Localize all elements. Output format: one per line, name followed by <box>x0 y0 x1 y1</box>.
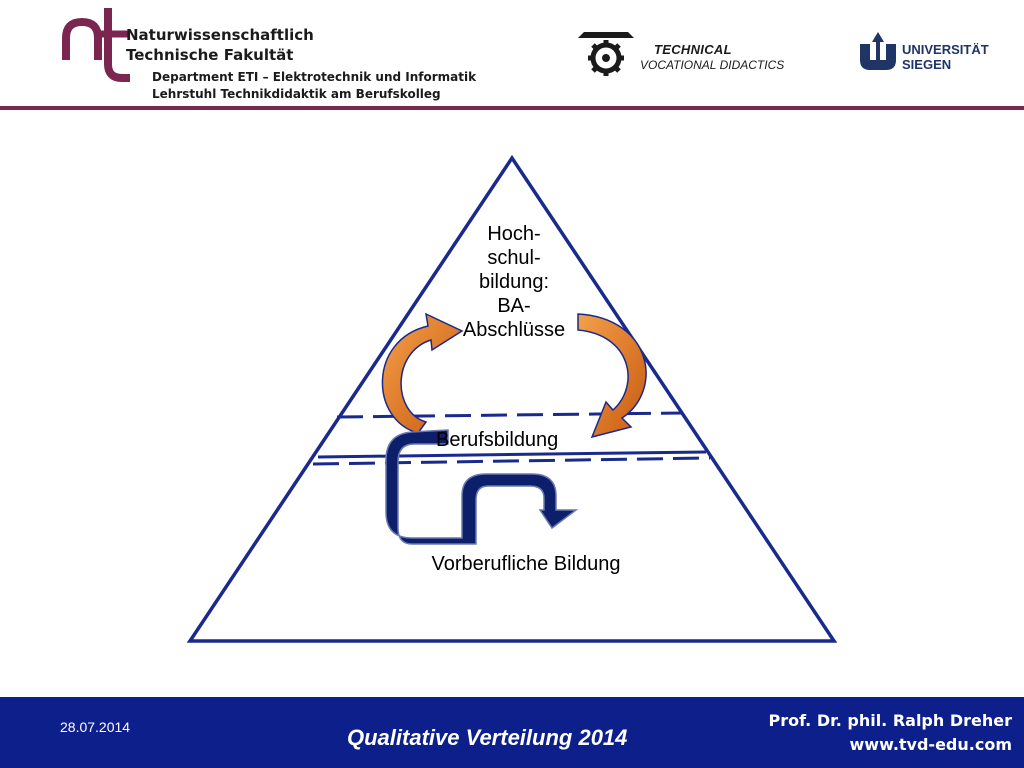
gear-icon <box>578 32 634 76</box>
nt-logo-icon <box>62 8 130 82</box>
slide-header: Naturwissenschaftlich Technische Fakultä… <box>0 0 1024 112</box>
footer-date: 28.07.2014 <box>60 719 131 735</box>
level-pre-vocational-label: Vorberufliche Bildung <box>431 553 621 575</box>
university-u-icon <box>860 32 896 70</box>
tvd-logo-line1: TECHNICAL <box>654 42 732 57</box>
footer-website-link[interactable]: www.tvd-edu.com <box>849 735 1013 754</box>
level-higher-education-label: Hoch- schul- bildung: BA- Abschlüsse <box>462 223 566 341</box>
header-divider <box>0 106 1024 110</box>
right-curved-arrow <box>577 313 647 439</box>
faculty-name-line2: Technische Fakultät <box>126 46 294 64</box>
level-vocational-label: Berufsbildung <box>436 429 559 451</box>
department-line2: Lehrstuhl Technikdidaktik am Berufskolle… <box>152 87 441 101</box>
middle-solid-line <box>317 450 707 459</box>
slide-footer: 28.07.2014 Qualitative Verteilung 2014 P… <box>0 697 1024 768</box>
upper-dashed-line <box>336 411 684 419</box>
department-line1: Department ETI – Elektrotechnik und Info… <box>152 70 477 84</box>
pyramid-outline <box>186 154 838 643</box>
university-name-line2: SIEGEN <box>902 57 952 72</box>
left-curved-arrow <box>381 312 464 434</box>
footer-author: Prof. Dr. phil. Ralph Dreher <box>768 711 1012 730</box>
slide-title: Qualitative Verteilung 2014 <box>347 725 628 750</box>
university-name-line1: UNIVERSITÄT <box>902 42 989 57</box>
lower-dashed-line <box>312 456 711 466</box>
tvd-logo-line2: VOCATIONAL DIDACTICS <box>640 58 785 72</box>
faculty-name-line1: Naturwissenschaftlich <box>126 26 314 44</box>
blue-step-arrow <box>385 429 579 545</box>
